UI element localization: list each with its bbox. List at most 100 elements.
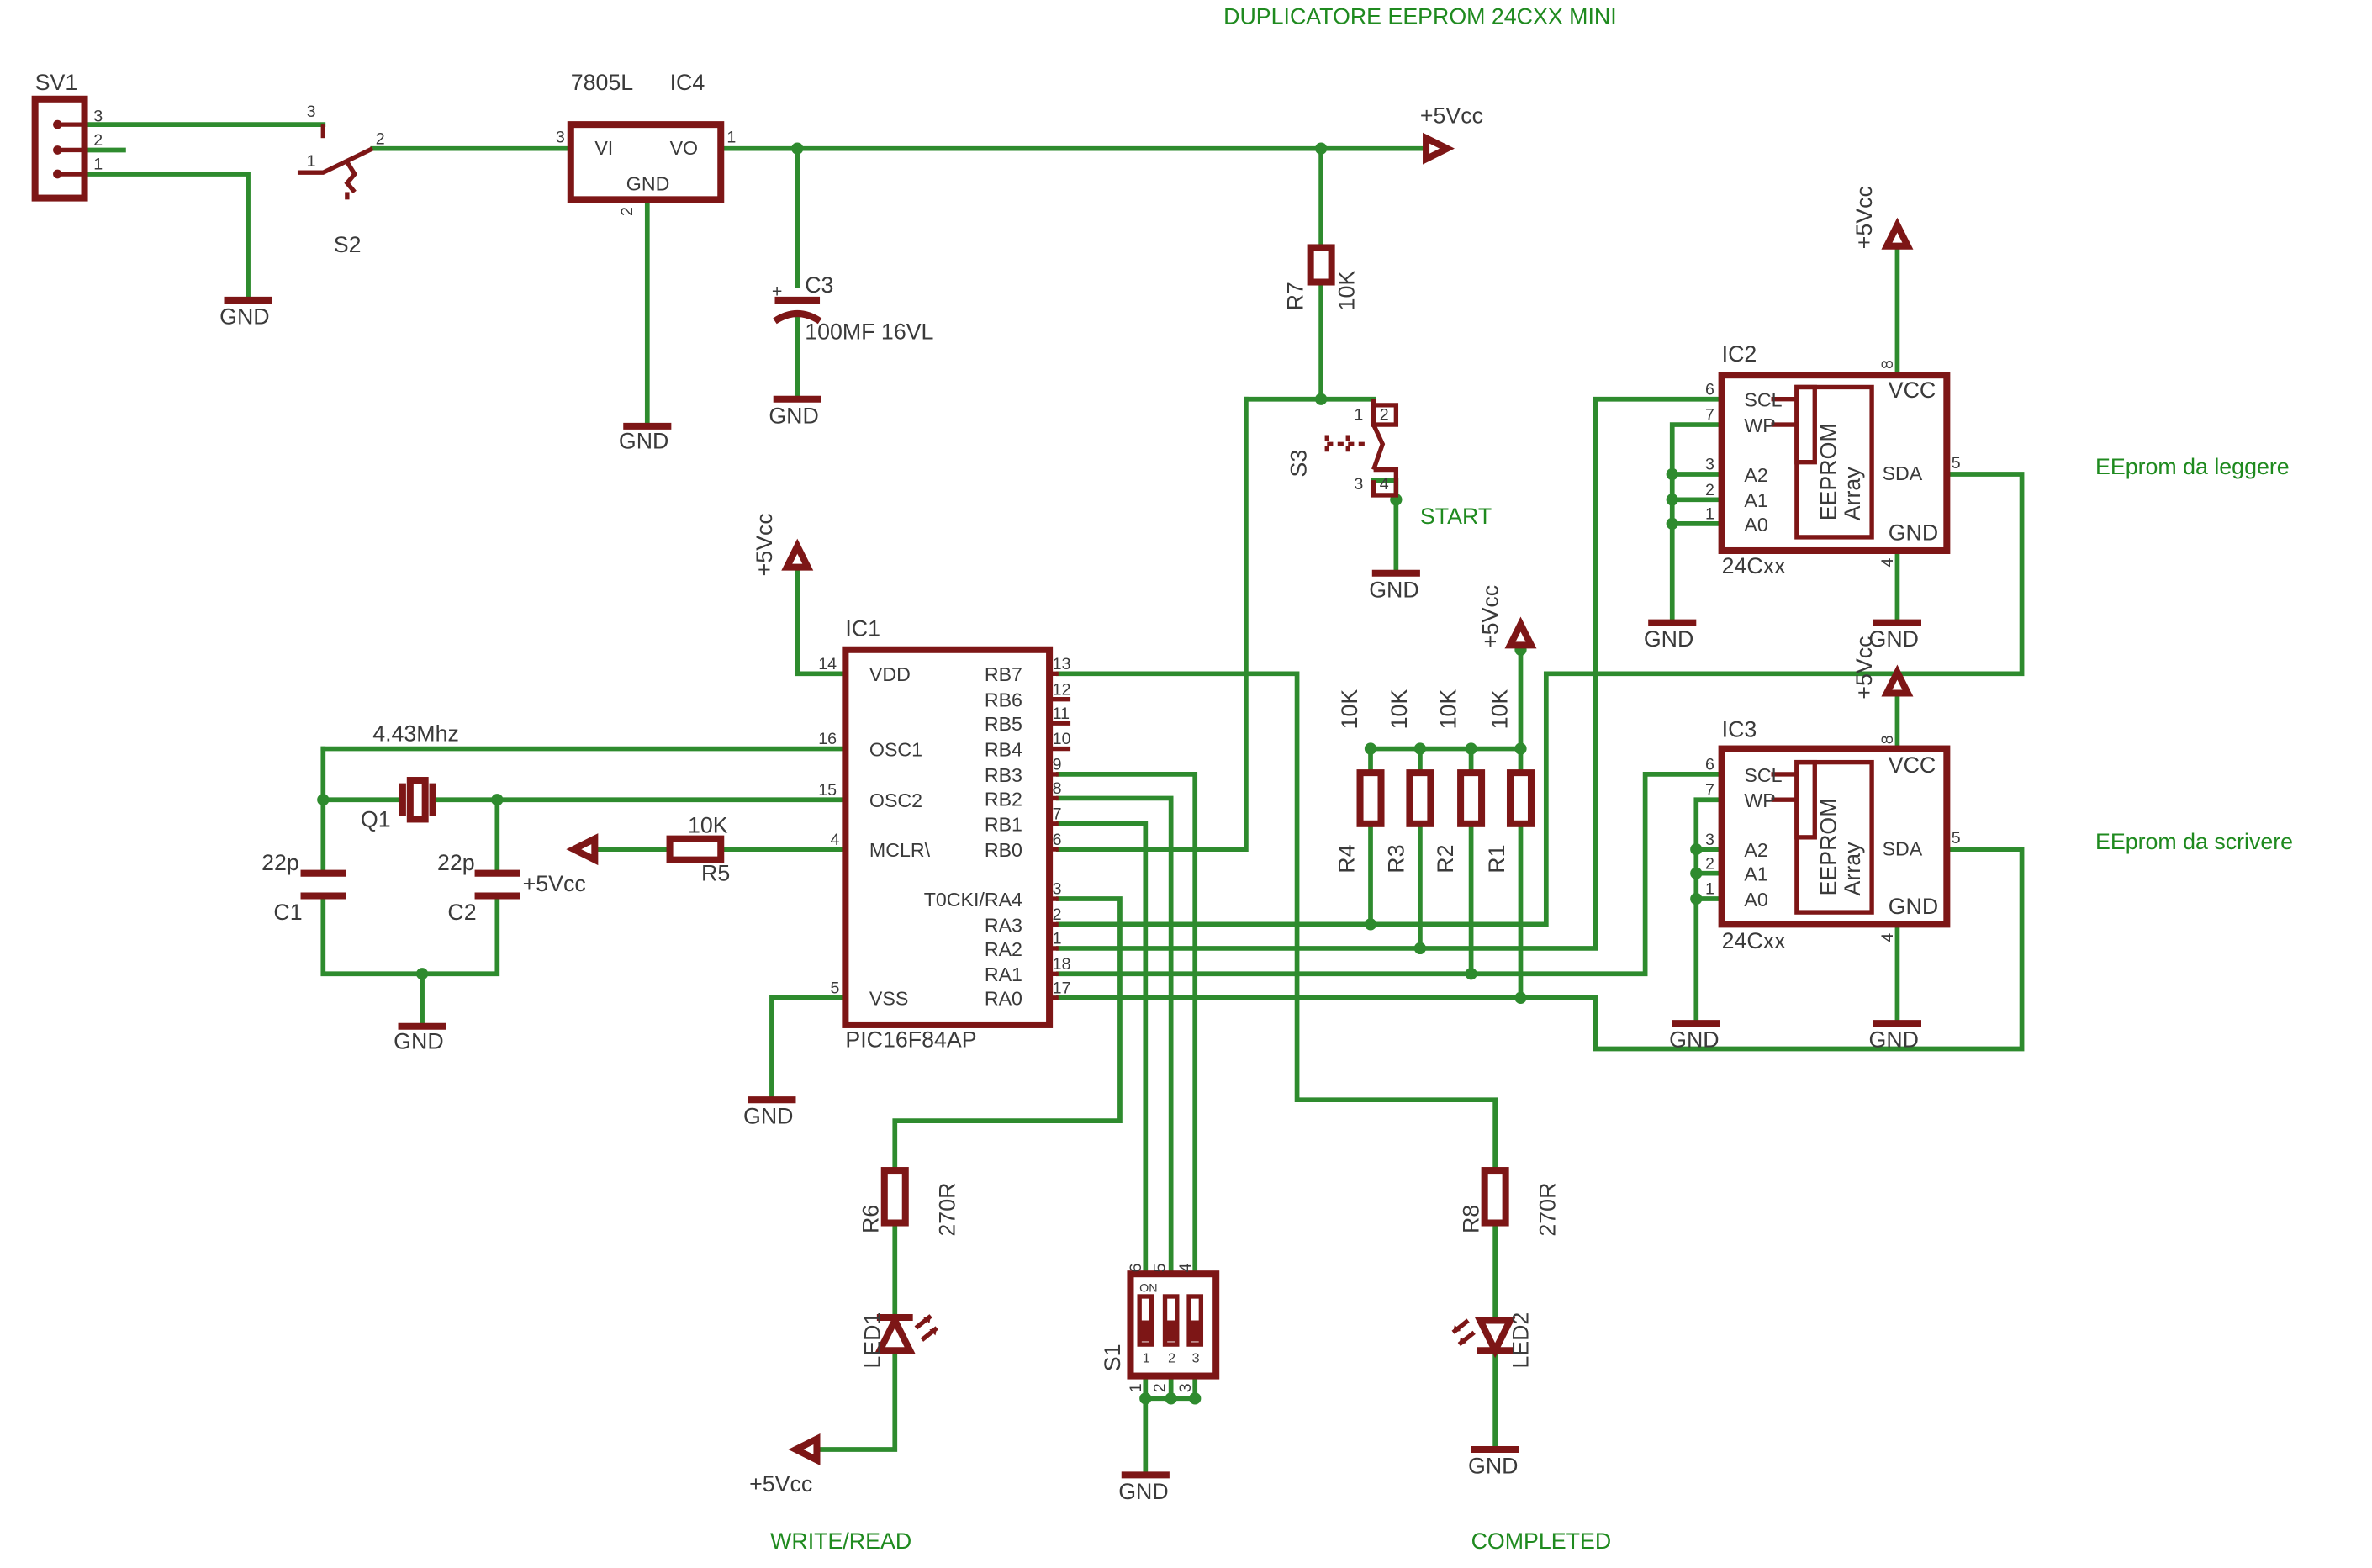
s1-switch-1: 1	[1143, 1350, 1150, 1365]
ic2-sda: SDA	[1883, 462, 1923, 484]
ic1-pin-9: 9	[1053, 756, 1062, 774]
eeprom-write-label: EEprom da scrivere	[2095, 829, 2293, 854]
r1-name: R1	[1484, 844, 1509, 873]
c3-name: C3	[805, 272, 833, 298]
ic1-microcontroller: IC1 PIC16F84AP VDD 14 OSC1 16 OSC2 15 MC…	[818, 616, 1070, 1053]
led1-name: LED1	[859, 1312, 885, 1369]
ic3-name: IC3	[1722, 716, 1757, 742]
ic1-osc1: OSC1	[869, 738, 922, 760]
ic3-array-1: EEPROM	[1815, 798, 1841, 895]
s2-pin-1: 1	[307, 152, 316, 171]
q1-name: Q1	[361, 806, 391, 832]
gnd-label-ic4: GND	[619, 429, 668, 454]
ic2-pin-2: 2	[1705, 481, 1714, 499]
gnd-label-ic3-addr: GND	[1669, 1027, 1719, 1053]
ic1-rb5: RB5	[985, 713, 1022, 735]
r4-value: 10K	[1337, 689, 1362, 730]
vcc-label-ic2: +5Vcc	[1852, 186, 1877, 249]
sv1-pin-2: 2	[93, 131, 103, 150]
r8-resistor: R8 270R	[1459, 1167, 1561, 1237]
ic3-pin-3: 3	[1705, 831, 1714, 849]
vcc-label-rail: +5Vcc	[1420, 103, 1483, 128]
ic4-pin-vi: 3	[556, 129, 565, 147]
ic4-value: 7805L	[571, 70, 633, 95]
c3-value: 100MF 16VL	[805, 319, 933, 344]
ic3-gnd: GND	[1889, 894, 1938, 919]
s3-pin-1: 1	[1354, 406, 1363, 425]
r3-name: R3	[1383, 844, 1408, 873]
ic2-a1: A1	[1744, 489, 1767, 511]
ic1-rb1: RB1	[985, 814, 1022, 836]
pullup-resistors: 10K 10K 10K 10K R4 R3 R2 R1	[1334, 689, 1535, 874]
r2-value: 10K	[1436, 689, 1461, 730]
s1-name: S1	[1100, 1344, 1125, 1371]
s2-pin-3: 3	[307, 103, 316, 121]
s2-switch: 3 1 2 S2	[297, 103, 385, 257]
sv1-name: SV1	[35, 70, 78, 95]
ic1-rb2: RB2	[985, 788, 1022, 810]
s1-on-label: ON	[1139, 1282, 1157, 1296]
gnd-label-osc: GND	[394, 1028, 443, 1053]
c3-plus: +	[772, 281, 783, 301]
sv1-pin-1: 1	[93, 156, 103, 174]
ic2-pin-sda: 5	[1952, 454, 1961, 473]
ic4-pin-gnd: 2	[618, 207, 637, 216]
r7-name: R7	[1283, 282, 1308, 310]
s2-name: S2	[334, 232, 362, 257]
ic1-pin-6: 6	[1053, 831, 1062, 849]
ic1-pin-7: 7	[1053, 805, 1062, 823]
gnd-label-vss: GND	[743, 1104, 793, 1129]
c1-name: C1	[273, 900, 302, 925]
ic1-pin-2: 2	[1053, 905, 1062, 924]
led2-name: LED2	[1508, 1312, 1533, 1369]
ic1-ra4: T0CKI/RA4	[924, 889, 1022, 911]
c2-value: 22p	[437, 850, 475, 875]
r2-name: R2	[1433, 844, 1458, 873]
ic4-pin-vo: 1	[726, 129, 736, 147]
ic3-sda: SDA	[1883, 837, 1923, 859]
s1-pin-3: 3	[1176, 1383, 1195, 1392]
ic1-vss: VSS	[869, 988, 908, 1010]
r5-value: 10K	[688, 813, 728, 838]
ic4-gnd-label: GND	[626, 173, 670, 195]
gnd-label-ic2-addr: GND	[1644, 626, 1693, 652]
ic2-name: IC2	[1722, 341, 1757, 367]
c2-capacitor: 22p C2	[437, 850, 520, 925]
ic2-a2: A2	[1744, 464, 1767, 486]
r6-resistor: R6 270R	[858, 1167, 960, 1237]
c1-value: 22p	[262, 850, 299, 875]
s1-dip-switch[interactable]: ON 1 2 3 6 5 4 1 2 3 S1	[1100, 1263, 1220, 1392]
s3-pin-2: 2	[1380, 406, 1389, 425]
ic3-array-2: Array	[1840, 842, 1865, 896]
s1-pin-1: 1	[1127, 1383, 1145, 1392]
ic1-pin-8: 8	[1053, 779, 1062, 798]
ic1-pin-15: 15	[818, 781, 837, 800]
junctions	[317, 142, 1703, 1405]
ic3-wp: WP	[1744, 789, 1775, 811]
s3-start-button[interactable]: 1 2 3 4 S3	[1286, 399, 1399, 498]
gnd-label-s3: GND	[1369, 577, 1418, 602]
ic4-regulator: VI VO GND 7805L IC4 3 1 2	[556, 70, 736, 216]
r5-name: R5	[701, 861, 730, 886]
ic1-ra2: RA2	[985, 938, 1022, 960]
completed-label: COMPLETED	[1471, 1528, 1612, 1554]
ic3-pin-7: 7	[1705, 781, 1714, 800]
q1-crystal: 4.43Mhz Q1	[361, 721, 459, 832]
s1-pin-5: 5	[1151, 1263, 1170, 1272]
ic2-pin-1: 1	[1705, 505, 1714, 524]
s1-pin-2: 2	[1151, 1383, 1170, 1392]
ic1-right-pins: RB7 13 RB6 12 RB5 11 RB4 10 RB3 9 RB2 8 …	[924, 655, 1071, 1010]
vcc-label-mclr: +5Vcc	[523, 871, 586, 896]
r7-value: 10K	[1334, 271, 1359, 311]
r1-value: 10K	[1487, 689, 1512, 730]
ic1-rb4: RB4	[985, 738, 1022, 760]
ic3-part: 24Cxx	[1722, 928, 1786, 953]
ic4-vi-label: VI	[594, 137, 613, 159]
gnd-label-ic2: GND	[1869, 626, 1919, 652]
ic3-vcc: VCC	[1889, 752, 1936, 778]
ic3-a2: A2	[1744, 839, 1767, 861]
eeprom-read-label: EEprom da leggere	[2095, 454, 2290, 479]
ic2-pin-gnd: 4	[1878, 558, 1897, 568]
ic1-pin-16: 16	[818, 730, 837, 748]
vcc-label-led1: +5Vcc	[749, 1471, 812, 1497]
